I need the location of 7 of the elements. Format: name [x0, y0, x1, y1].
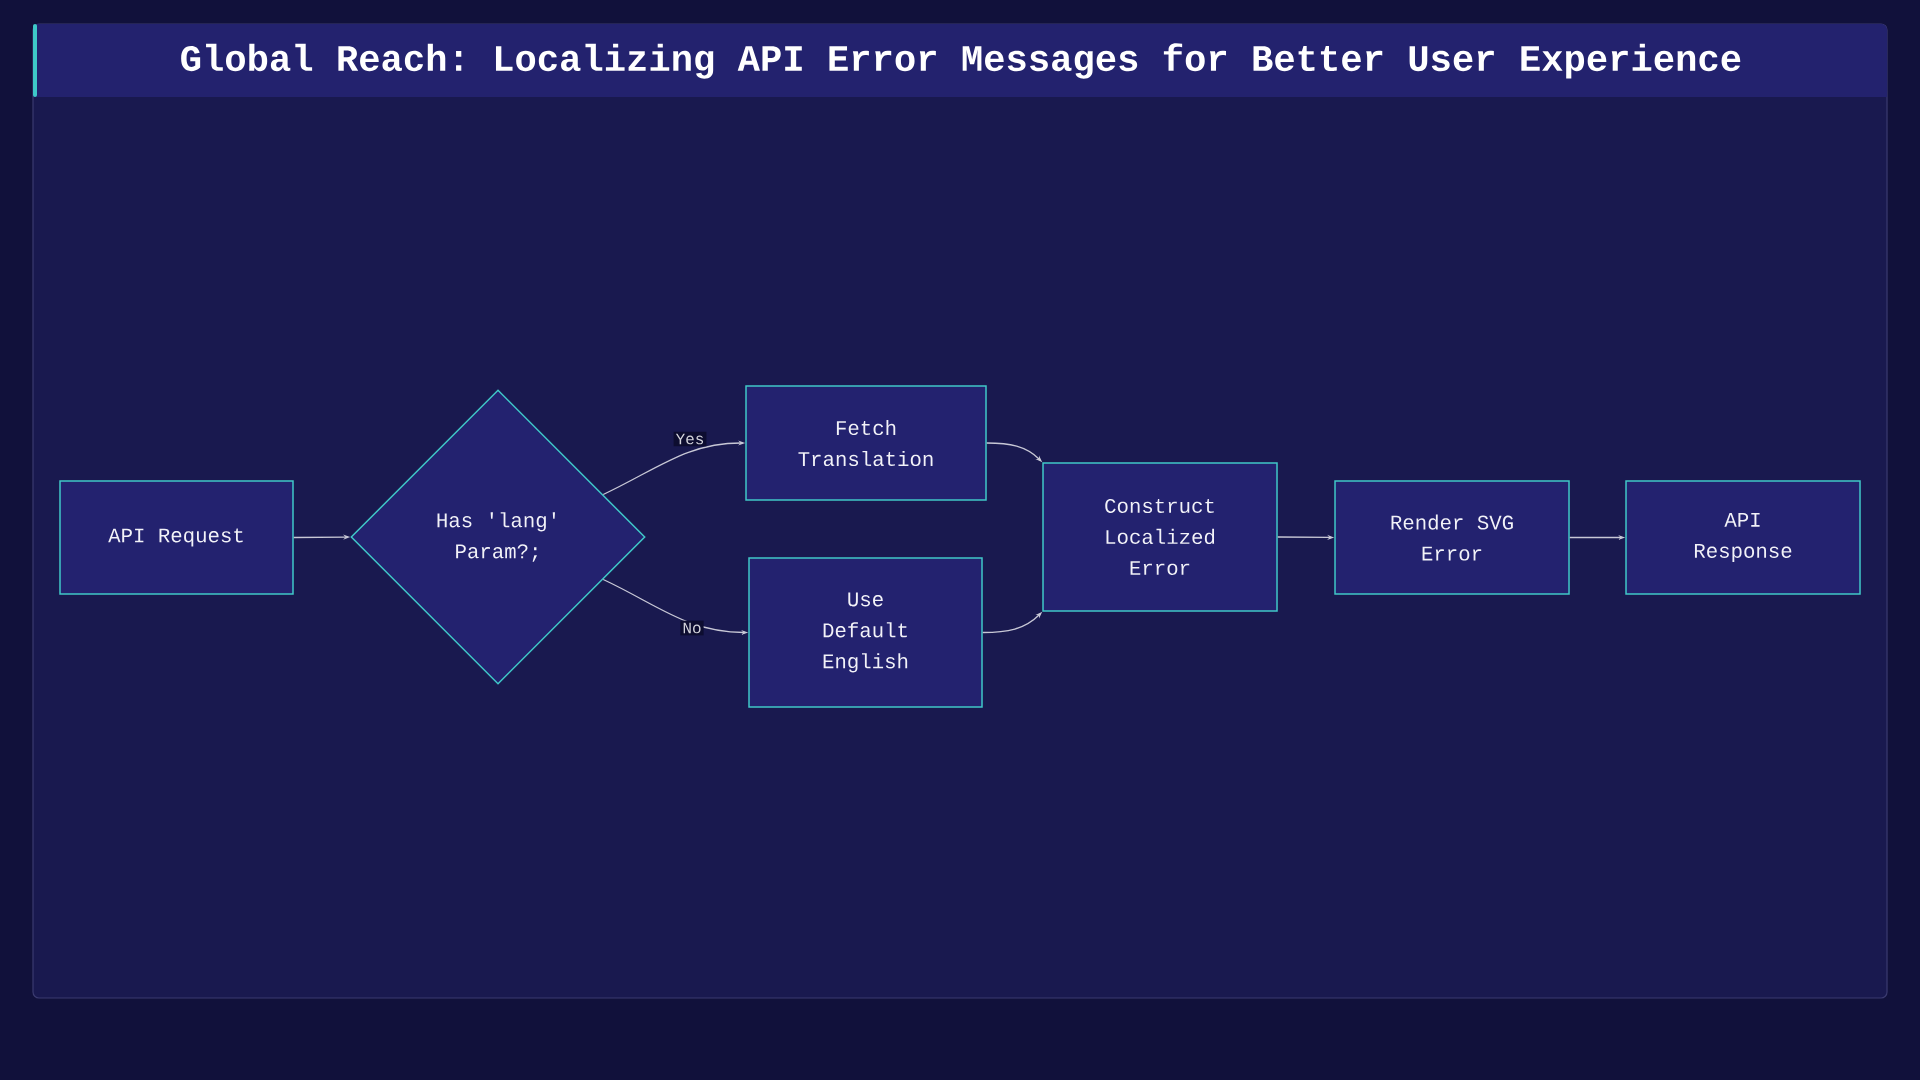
process-box: Construct Localized Error	[1042, 462, 1278, 612]
process-box: Render SVG Error	[1334, 480, 1570, 595]
process-box: Use Default English	[748, 557, 983, 708]
title-bar: Global Reach: Localizing API Error Messages for Better User Experience	[33, 24, 1887, 97]
process-box: API Response	[1625, 480, 1861, 595]
process-box: Fetch Translation	[745, 385, 987, 501]
process-box: API Request	[59, 480, 294, 595]
